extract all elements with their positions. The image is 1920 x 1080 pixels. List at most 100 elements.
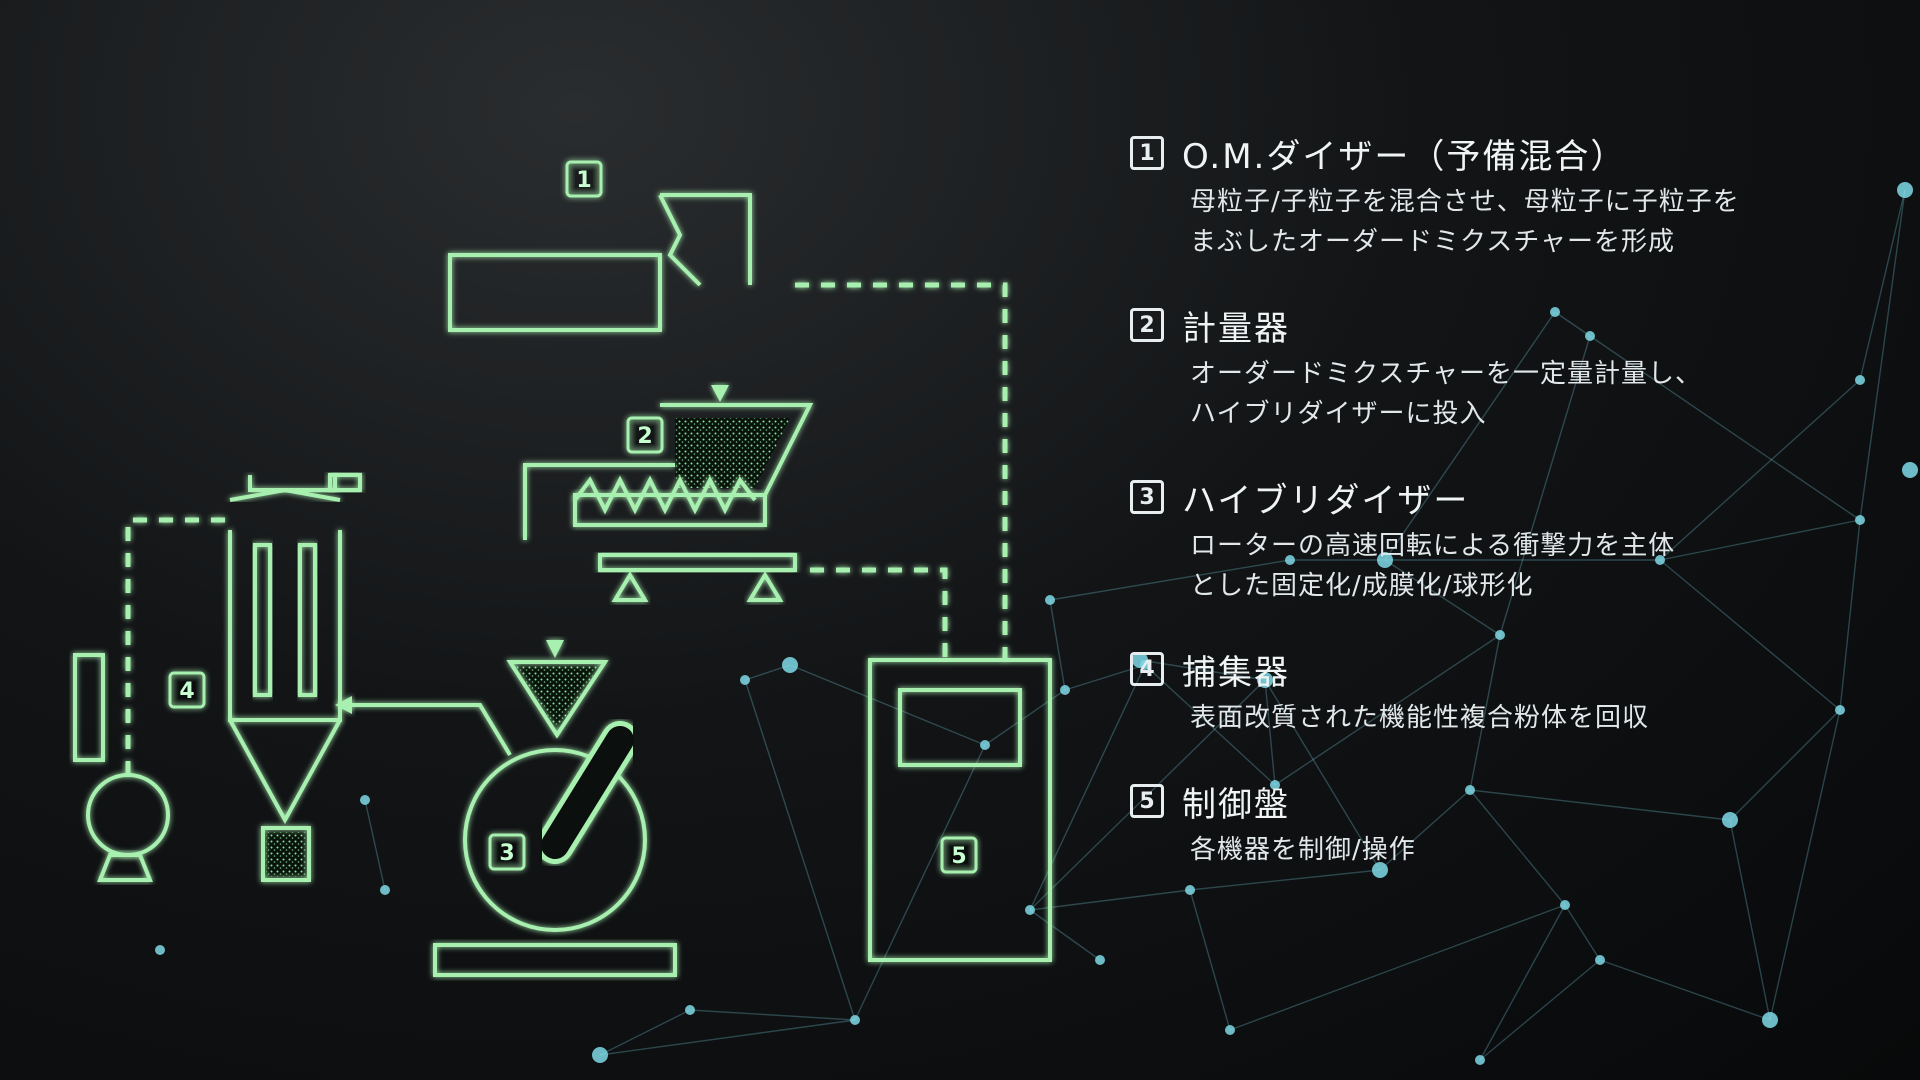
signal-line-4 bbox=[125, 517, 225, 775]
network-node bbox=[592, 1047, 608, 1063]
network-node bbox=[1132, 652, 1148, 668]
svg-text:5: 5 bbox=[951, 844, 966, 869]
network-node bbox=[1475, 1055, 1485, 1065]
network-node bbox=[1270, 780, 1280, 790]
hybridizer-unit bbox=[335, 660, 677, 977]
legend-title: ハイブリダイザー bbox=[1182, 480, 1470, 521]
network-edge bbox=[1589, 335, 1861, 521]
network-node bbox=[1655, 555, 1665, 565]
signal-line-2-5 bbox=[810, 567, 948, 660]
network-edge bbox=[689, 1009, 856, 1021]
legend-panel: 1 O.M.ダイザー（予備混合） 母粒子/子粒子を混合させ、母粒子に子粒子を ま… bbox=[1130, 130, 1890, 910]
legend-desc-line: 各機器を制御/操作 bbox=[1190, 835, 1416, 865]
legend-desc: 母粒子/子粒子を混合させ、母粒子に子粒子を まぶしたオーダードミクスチャーを形成 bbox=[1190, 182, 1890, 262]
network-node bbox=[782, 657, 798, 673]
network-node bbox=[155, 945, 165, 955]
legend-badge: 5 bbox=[1130, 784, 1164, 818]
network-node bbox=[1585, 331, 1595, 341]
network-node bbox=[685, 1005, 695, 1015]
svg-text:4: 4 bbox=[179, 679, 194, 704]
legend-badge: 2 bbox=[1130, 308, 1164, 342]
legend-item-collector: 4 捕集器 表面改質された機能性複合粉体を回収 bbox=[1130, 646, 1890, 738]
legend-desc: オーダードミクスチャーを一定量計量し、 ハイブリダイザーに投入 bbox=[1190, 354, 1890, 434]
network-node bbox=[1225, 1025, 1235, 1035]
network-edge bbox=[744, 679, 856, 1021]
network-edge bbox=[1659, 519, 1861, 561]
network-node bbox=[380, 885, 390, 895]
legend-title: O.M.ダイザー（予備混合） bbox=[1182, 136, 1627, 177]
svg-text:2: 2 bbox=[637, 424, 652, 449]
network-node bbox=[1560, 900, 1570, 910]
network-node bbox=[980, 740, 990, 750]
network-node bbox=[740, 675, 750, 685]
network-edge bbox=[1379, 789, 1471, 871]
network-edge bbox=[1049, 599, 1066, 691]
legend-desc: ローターの高速回転による衝撃力を主体 とした固定化/成膜化/球形化 bbox=[1190, 526, 1890, 606]
network-edge bbox=[1859, 189, 1906, 521]
svg-text:3: 3 bbox=[499, 841, 514, 866]
network-node bbox=[1025, 905, 1035, 915]
network-edge bbox=[1229, 904, 1566, 1031]
network-edge bbox=[1029, 889, 1191, 911]
network-node bbox=[1495, 630, 1505, 640]
network-edge bbox=[1264, 679, 1381, 871]
network-edge bbox=[1264, 679, 1276, 786]
network-edge bbox=[1769, 709, 1841, 1021]
network-node bbox=[1185, 885, 1195, 895]
network-node bbox=[1595, 955, 1605, 965]
diagram-label-1: 1 bbox=[565, 160, 603, 198]
network-edge bbox=[1469, 789, 1731, 821]
network-edge bbox=[1029, 679, 1266, 911]
network-edge bbox=[1554, 311, 1591, 337]
legend-desc-line: 母粒子/子粒子を混合させ、母粒子に子粒子を bbox=[1190, 187, 1740, 217]
network-edge bbox=[599, 1009, 691, 1056]
network-node bbox=[1897, 182, 1913, 198]
network-edge bbox=[789, 664, 986, 746]
legend-badge: 4 bbox=[1130, 652, 1164, 686]
legend-item-control-panel: 5 制御盤 各機器を制御/操作 bbox=[1130, 778, 1890, 870]
legend-desc-line: ローターの高速回転による衝撃力を主体 bbox=[1190, 531, 1676, 561]
network-node bbox=[1835, 705, 1845, 715]
network-node bbox=[1550, 307, 1560, 317]
network-node bbox=[1257, 672, 1273, 688]
diagram-label-5: 5 bbox=[940, 836, 978, 874]
legend-badge: 1 bbox=[1130, 136, 1164, 170]
network-edge bbox=[1479, 959, 1601, 1061]
collector-unit bbox=[73, 473, 362, 882]
control-panel-unit bbox=[868, 658, 1052, 962]
network-edge bbox=[1659, 379, 1861, 561]
legend-desc-line: まぶしたオーダードミクスチャーを形成 bbox=[1190, 227, 1675, 257]
network-edge bbox=[1384, 311, 1556, 561]
network-edge bbox=[1049, 559, 1291, 601]
legend-item-om-dizer: 1 O.M.ダイザー（予備混合） 母粒子/子粒子を混合させ、母粒子に子粒子を ま… bbox=[1130, 130, 1890, 262]
network-edge bbox=[1469, 789, 1566, 906]
legend-title: 捕集器 bbox=[1182, 652, 1290, 693]
network-node bbox=[1377, 552, 1393, 568]
network-edge bbox=[1729, 709, 1841, 821]
legend-badge: 3 bbox=[1130, 480, 1164, 514]
network-node bbox=[1095, 955, 1105, 965]
network-edge bbox=[1189, 869, 1381, 891]
network-edge bbox=[599, 1019, 856, 1056]
network-node bbox=[850, 1015, 860, 1025]
network-node bbox=[360, 795, 370, 805]
signal-line-1-5 bbox=[795, 282, 1008, 660]
diagram-label-2: 2 bbox=[626, 416, 664, 454]
network-node bbox=[1902, 462, 1918, 478]
legend-desc-line: オーダードミクスチャーを一定量計量し、 bbox=[1190, 359, 1702, 389]
network-node bbox=[1285, 555, 1295, 565]
network-node bbox=[1045, 595, 1055, 605]
network-node bbox=[1762, 1012, 1778, 1028]
network-edge bbox=[1659, 559, 1841, 711]
network-edge bbox=[1189, 889, 1231, 1031]
diagram-label-4: 4 bbox=[168, 671, 206, 709]
network-node bbox=[1465, 785, 1475, 795]
network-node bbox=[1855, 375, 1865, 385]
network-edge bbox=[854, 744, 986, 1021]
legend-desc-line: 表面改質された機能性複合粉体を回収 bbox=[1190, 703, 1650, 733]
network-edge bbox=[1029, 909, 1101, 961]
network-node bbox=[1722, 812, 1738, 828]
network-edge bbox=[364, 799, 386, 891]
network-edge bbox=[1144, 664, 1276, 786]
